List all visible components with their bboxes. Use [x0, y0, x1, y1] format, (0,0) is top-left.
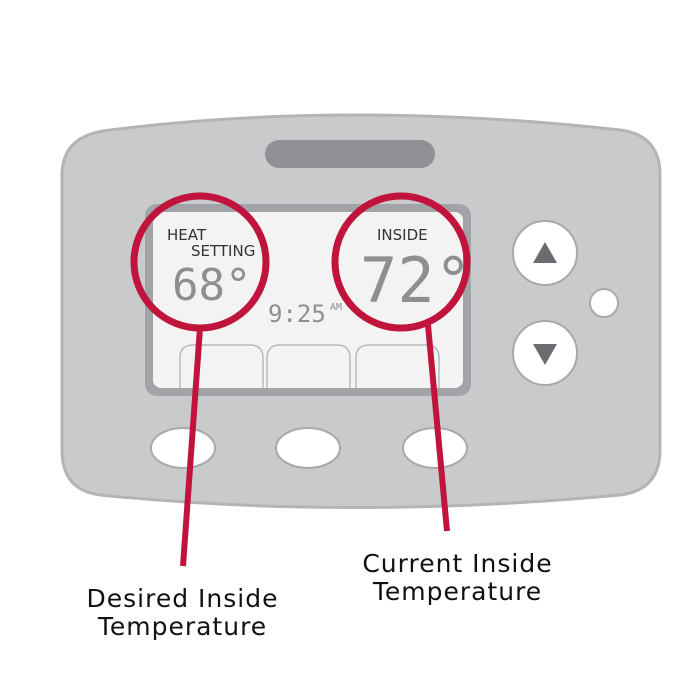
setting-label: SETTING: [191, 242, 255, 260]
desired-caption-line2: Temperature: [97, 612, 268, 641]
inside-label: INSIDE: [377, 226, 428, 244]
oval-button-middle[interactable]: [275, 427, 341, 469]
oval-button-left[interactable]: [150, 427, 216, 469]
up-button[interactable]: [512, 220, 578, 286]
soft-key-cells: [179, 344, 440, 388]
top-slot: [265, 140, 435, 168]
desired-caption-line1: Desired Inside: [86, 584, 279, 613]
heat-setting-value: 68°: [172, 260, 251, 311]
current-caption-line1: Current Inside: [362, 549, 553, 578]
callout-current: [331, 192, 471, 532]
clock-time: 9:25: [268, 300, 326, 328]
inside-temp-value: 72°: [360, 244, 472, 317]
up-arrow-icon: [533, 242, 557, 263]
clock-meridiem: AM: [330, 302, 342, 313]
down-arrow-icon: [533, 344, 557, 365]
oval-button-right[interactable]: [402, 427, 468, 469]
heat-label: HEAT: [167, 226, 207, 244]
down-button[interactable]: [512, 320, 578, 386]
screen: [153, 212, 463, 388]
current-caption-line2: Temperature: [372, 577, 543, 606]
desired-temp-caption: Desired Inside Temperature: [70, 585, 295, 641]
current-temp-caption: Current Inside Temperature: [345, 550, 570, 606]
indicator-light: [589, 288, 619, 318]
callout-desired: [130, 192, 270, 567]
